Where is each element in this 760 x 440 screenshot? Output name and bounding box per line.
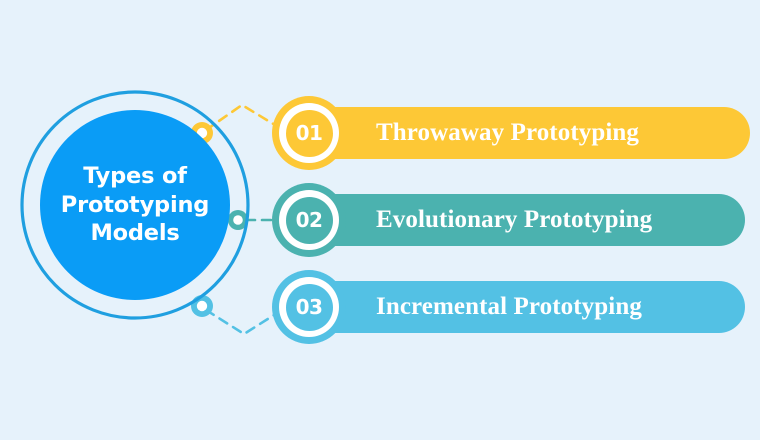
hub-title: Types of Prototyping Models: [60, 162, 210, 247]
hub-disc: Types of Prototyping Models: [40, 110, 230, 300]
item-number-03: 03: [295, 295, 323, 319]
item-badge-ring-03: 03: [279, 277, 339, 337]
item-badge-inner-01: 01: [285, 109, 333, 157]
item-badge-01: 01: [272, 96, 346, 170]
connector-node-3-center: [196, 300, 208, 312]
item-pill-01[interactable]: Throwaway Prototyping: [296, 107, 750, 159]
item-pill-02[interactable]: Evolutionary Prototyping: [296, 194, 745, 246]
item-badge-03: 03: [272, 270, 346, 344]
item-number-01: 01: [295, 121, 323, 145]
item-pill-03[interactable]: Incremental Prototyping: [296, 281, 745, 333]
item-badge-ring-02: 02: [279, 190, 339, 250]
item-label-02: Evolutionary Prototyping: [376, 206, 653, 233]
connector-node-2-center: [233, 215, 243, 225]
item-badge-inner-03: 03: [285, 283, 333, 331]
hub-outer-ring-icon: [20, 90, 250, 320]
item-label-01: Throwaway Prototyping: [376, 119, 640, 146]
item-badge-ring-01: 01: [279, 103, 339, 163]
item-number-02: 02: [295, 208, 323, 232]
item-label-03: Incremental Prototyping: [376, 293, 642, 320]
connector-line-1: [204, 103, 282, 132]
item-badge-inner-02: 02: [285, 196, 333, 244]
central-hub: Types of Prototyping Models: [18, 88, 252, 322]
connector-line-3: [204, 308, 284, 336]
item-badge-02: 02: [272, 183, 346, 257]
